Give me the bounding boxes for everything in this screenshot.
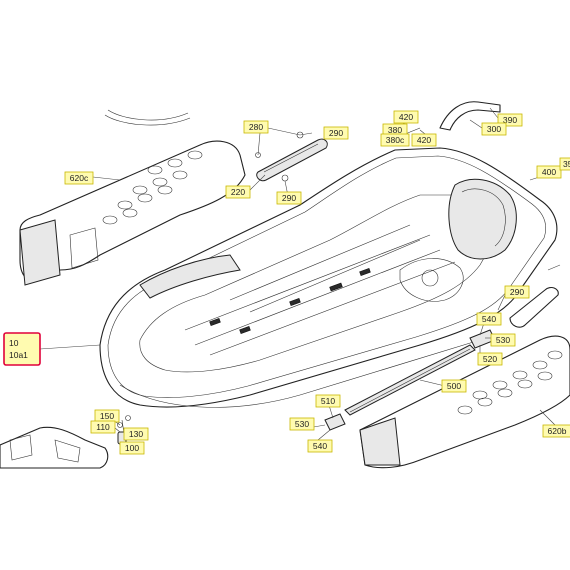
callout-540-bottom[interactable]: 540 xyxy=(307,439,333,453)
rail-500 xyxy=(344,344,476,416)
callout-620c[interactable]: 620c xyxy=(64,171,94,185)
svg-text:300: 300 xyxy=(487,124,501,134)
callout-510[interactable]: 510 xyxy=(315,394,341,408)
top-left-seal-part xyxy=(104,109,191,126)
callout-500[interactable]: 500 xyxy=(441,379,467,393)
svg-text:530: 530 xyxy=(496,335,510,345)
svg-text:510: 510 xyxy=(321,396,335,406)
callout-220[interactable]: 220 xyxy=(225,185,251,199)
callout-280[interactable]: 280 xyxy=(243,120,269,134)
svg-text:380: 380 xyxy=(388,125,402,135)
svg-text:530: 530 xyxy=(295,419,309,429)
callout-380c[interactable]: 380c xyxy=(380,133,410,147)
callout-540-right[interactable]: 540 xyxy=(476,312,502,326)
svg-text:500: 500 xyxy=(447,381,461,391)
callout-380[interactable]: 380 xyxy=(382,123,408,137)
callout-130[interactable]: 130 xyxy=(123,427,149,441)
svg-text:220: 220 xyxy=(231,187,245,197)
bracket-300 xyxy=(439,101,501,131)
svg-text:290: 290 xyxy=(329,128,343,138)
callout-530-right[interactable]: 530 xyxy=(490,333,516,347)
clip-510 xyxy=(324,413,346,431)
svg-text:290: 290 xyxy=(510,287,524,297)
svg-text:290: 290 xyxy=(282,193,296,203)
callout-100[interactable]: 100 xyxy=(119,441,145,455)
callout-150[interactable]: 150 xyxy=(94,409,120,423)
svg-text:540: 540 xyxy=(482,314,496,324)
svg-text:150: 150 xyxy=(100,411,114,421)
callout-300[interactable]: 300 xyxy=(481,122,507,136)
bottom-left-panel xyxy=(0,426,109,469)
handle-220 xyxy=(256,138,328,182)
svg-text:420: 420 xyxy=(417,135,431,145)
bumper-540 xyxy=(509,286,559,328)
svg-text:400: 400 xyxy=(542,167,556,177)
callout-10-label: 10 xyxy=(9,338,19,348)
callout-420-upper[interactable]: 420 xyxy=(393,110,419,124)
svg-text:520: 520 xyxy=(483,354,497,364)
callout-530-bottom[interactable]: 530 xyxy=(289,417,315,431)
svg-text:390: 390 xyxy=(503,115,517,125)
svg-text:540: 540 xyxy=(313,441,327,451)
svg-text:130: 130 xyxy=(129,429,143,439)
callout-290-top[interactable]: 290 xyxy=(323,126,349,140)
side-panel-620c xyxy=(19,140,246,286)
callout-35[interactable]: 35 xyxy=(559,157,570,171)
callout-400[interactable]: 400 xyxy=(536,165,562,179)
svg-text:35: 35 xyxy=(563,159,570,169)
hull-drawing xyxy=(99,147,558,408)
svg-text:110: 110 xyxy=(96,422,110,432)
svg-text:620c: 620c xyxy=(70,173,89,183)
callout-10a1-label: 10a1 xyxy=(9,350,28,360)
callout-620b[interactable]: 620b xyxy=(542,424,570,438)
callout-290-handle[interactable]: 290 xyxy=(276,191,302,205)
callout-110[interactable]: 110 xyxy=(90,420,116,434)
callout-290-right[interactable]: 290 xyxy=(504,285,530,299)
svg-text:100: 100 xyxy=(125,443,139,453)
svg-text:380c: 380c xyxy=(386,135,405,145)
svg-text:620b: 620b xyxy=(548,426,567,436)
svg-text:420: 420 xyxy=(399,112,413,122)
side-panel-620b xyxy=(359,335,570,469)
svg-text:280: 280 xyxy=(249,122,263,132)
callout-520[interactable]: 520 xyxy=(477,352,503,366)
callout-10-highlighted[interactable]: 10 10a1 xyxy=(3,332,41,366)
callout-420-lower[interactable]: 420 xyxy=(411,133,437,147)
